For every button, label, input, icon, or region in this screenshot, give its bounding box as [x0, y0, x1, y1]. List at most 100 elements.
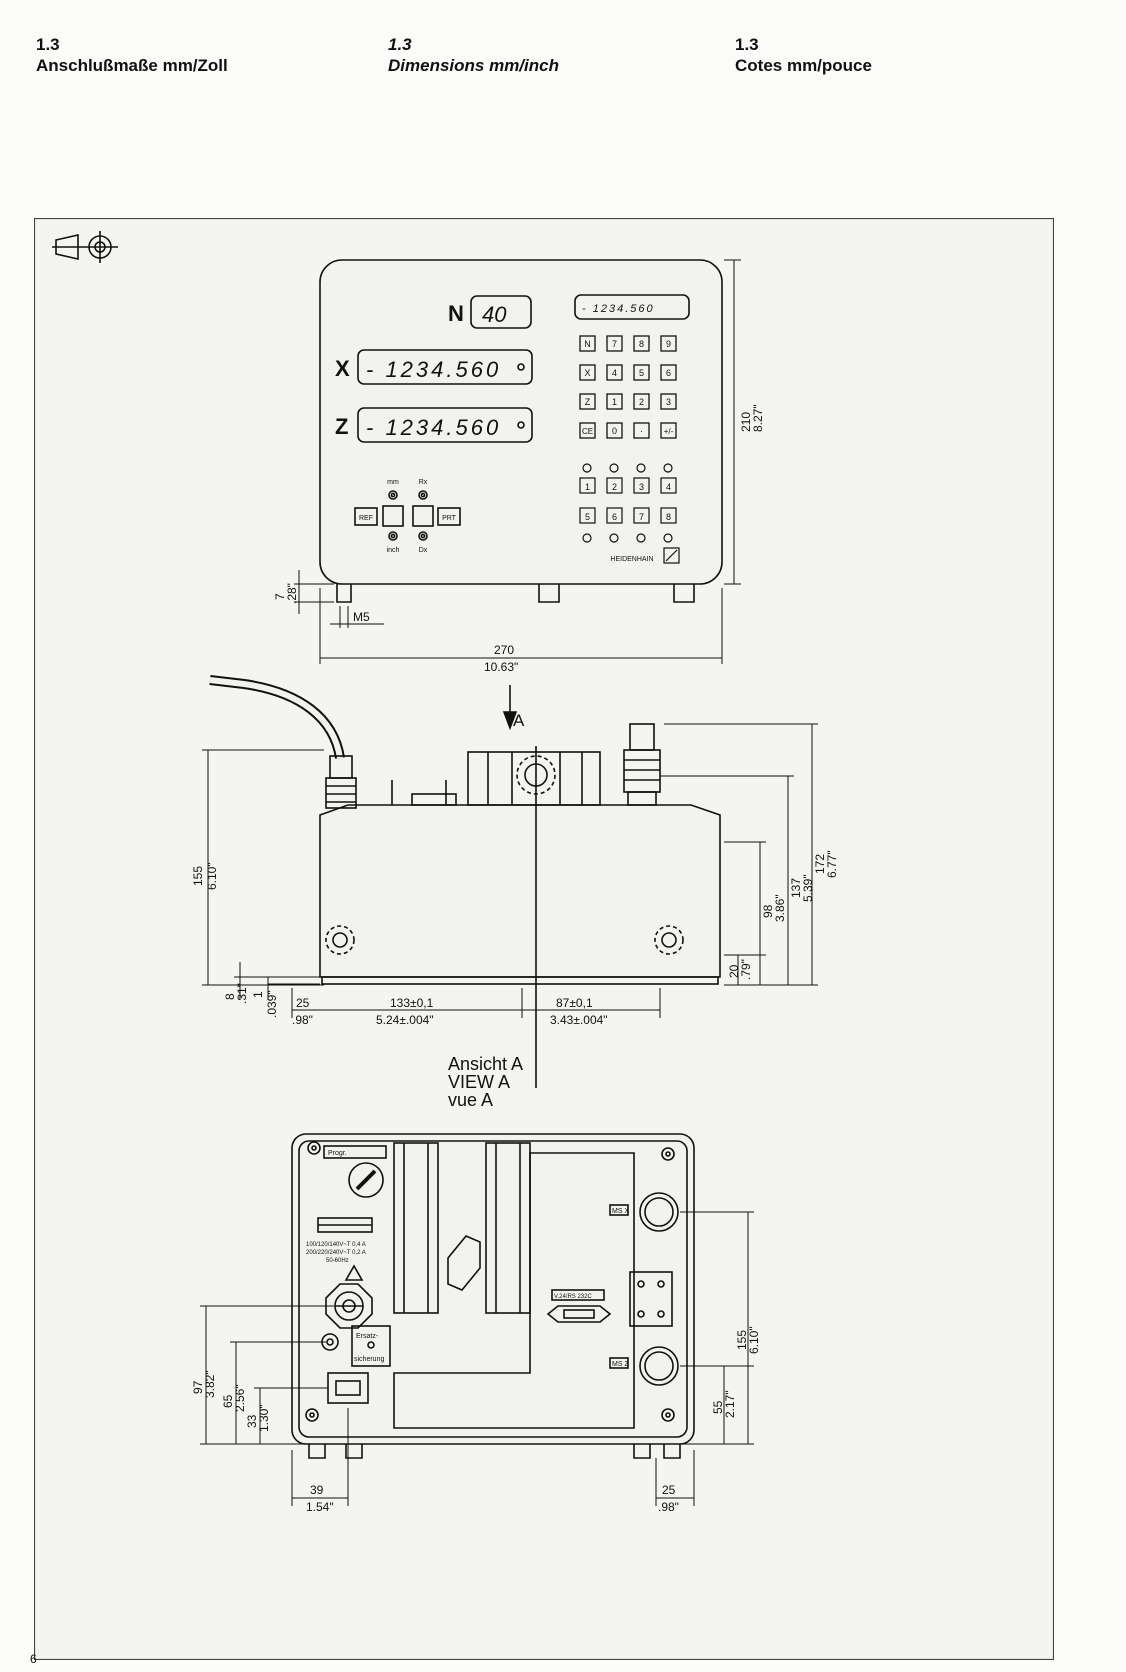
fkey-label: 8 — [666, 512, 671, 522]
dim-text: .28" — [285, 583, 299, 604]
key-label: 8 — [639, 339, 644, 349]
dim-text: 1.30" — [257, 1404, 271, 1432]
dim-text: 133±0,1 — [390, 996, 434, 1010]
dim-text: .31" — [235, 983, 249, 1004]
ersatz-label: Ersatz- — [356, 1333, 379, 1340]
fkey-label: 3 — [639, 482, 644, 492]
header-fr: 1.3 Cotes mm/pouce — [735, 34, 872, 76]
rear-view — [291, 1133, 695, 1459]
rear-text: Progr. 100/120/140V~T 0,4 A 200/220/240V… — [306, 1150, 629, 1368]
fkey-label: 1 — [585, 482, 590, 492]
key-label: Z — [585, 397, 591, 407]
section-number: 1.3 — [735, 35, 759, 54]
key-label: 5 — [639, 368, 644, 378]
voltage-label: 50-60Hz — [326, 1258, 349, 1264]
rear-dimension-text: 155 6.10" 55 2.17" 97 3.82" 65 2.56" 33 … — [191, 1326, 761, 1514]
dim-text: 2.56" — [233, 1384, 247, 1412]
dim-text: 5.24±.004" — [376, 1013, 434, 1027]
key-label: 0 — [612, 426, 617, 436]
key-label: CE — [582, 427, 593, 436]
mm-label: mm — [387, 479, 399, 486]
front-dimension-text: 210 8.27" 270 10.63" 7 .28" M5 — [273, 404, 765, 674]
rx-label: Rx — [419, 479, 428, 486]
key-label: · — [640, 426, 643, 436]
front-view — [319, 259, 723, 603]
key-label: 1 — [612, 397, 617, 407]
key-label: 4 — [612, 368, 617, 378]
key-label: X — [584, 368, 590, 378]
dim-text: 3.86" — [773, 894, 787, 922]
dim-text: 7 — [273, 593, 287, 600]
prt-button-label: PRT — [442, 515, 457, 522]
side-view — [209, 675, 721, 1088]
dim-text: 3.82" — [203, 1370, 217, 1398]
technical-drawing: N 40 X - 1234.560 Z - 1234.560 - 1234.56… — [34, 218, 1054, 1660]
dim-text: 137 — [789, 878, 803, 898]
dim-text: 87±0,1 — [556, 996, 593, 1010]
dim-text: 270 — [494, 643, 514, 657]
view-caption-en: VIEW A — [448, 1072, 510, 1092]
section-number: 1.3 — [36, 35, 60, 54]
view-caption-de: Ansicht A — [448, 1054, 523, 1074]
section-number: 1.3 — [388, 35, 412, 54]
msz-label: MS Z — [612, 1361, 629, 1368]
header-en: 1.3 Dimensions mm/inch — [388, 34, 559, 76]
axis-label-n: N — [448, 301, 464, 326]
dim-text: 55 — [711, 1400, 725, 1414]
key-label: 6 — [666, 368, 671, 378]
dim-text: 20 — [727, 964, 741, 978]
projection-symbol-icon — [52, 231, 118, 263]
view-caption-fr: vue A — [448, 1090, 493, 1110]
axis-label-x: X — [335, 356, 350, 381]
dim-text: 6.10" — [747, 1326, 761, 1354]
display-n-value: 40 — [482, 302, 507, 327]
dim-text: 6.77" — [825, 850, 839, 878]
voltage-label: 200/220/240V~T 0,2 A — [306, 1250, 366, 1256]
key-label: 2 — [639, 397, 644, 407]
key-label: 7 — [612, 339, 617, 349]
dim-text: 6.10" — [205, 862, 219, 890]
front-dimensions — [294, 259, 741, 664]
dim-text: 97 — [191, 1380, 205, 1394]
dim-text: .79" — [739, 959, 753, 980]
dim-text: 8 — [223, 993, 237, 1000]
dim-text: 155 — [735, 1330, 749, 1350]
display-z-value: - 1234.560 — [366, 415, 501, 440]
dim-text: 3.43±.004" — [550, 1013, 608, 1027]
dim-text: .039" — [265, 990, 279, 1018]
side-dimension-text: A 155 6.10" 172 6.77" 137 5.39" 98 3.86"… — [191, 711, 839, 1027]
display-x-value: - 1234.560 — [366, 357, 501, 382]
section-title-de: Anschlußmaße mm/Zoll — [36, 56, 228, 75]
dim-text: 155 — [191, 866, 205, 886]
rear-dimensions — [200, 1211, 754, 1506]
dim-text: 98 — [761, 904, 775, 918]
fkey-label: 4 — [666, 482, 671, 492]
dim-text: 5.39" — [801, 874, 815, 902]
dim-text: 33 — [245, 1414, 259, 1428]
v24-label: V.24/RS 232C — [554, 1294, 592, 1300]
ref-button-label: REF — [359, 515, 373, 522]
dim-text: 65 — [221, 1394, 235, 1408]
dim-text: 39 — [310, 1483, 324, 1497]
ersatz-label: sicherung — [354, 1356, 384, 1363]
dim-text: 25 — [662, 1483, 676, 1497]
dim-text: 2.17" — [723, 1390, 737, 1418]
progr-label: Progr. — [328, 1150, 347, 1157]
dim-text: 1 — [251, 991, 265, 998]
dim-text: 210 — [739, 412, 753, 432]
dim-text: 172 — [813, 854, 827, 874]
display-small-value: - 1234.560 — [582, 303, 655, 315]
view-a-caption: Ansicht A VIEW A vue A — [448, 1054, 523, 1110]
key-label: +/- — [664, 427, 674, 436]
side-dimensions — [202, 723, 818, 1018]
inch-label: inch — [387, 547, 400, 554]
section-title-en: Dimensions mm/inch — [388, 56, 559, 75]
dx-label: Dx — [419, 547, 428, 554]
dim-text: .98" — [292, 1013, 313, 1027]
axis-label-z: Z — [335, 414, 348, 439]
page-number: 6 — [30, 1652, 37, 1666]
dim-text: 8.27" — [751, 404, 765, 432]
fkey-label: 6 — [612, 512, 617, 522]
voltage-label: 100/120/140V~T 0,4 A — [306, 1242, 366, 1248]
section-title-fr: Cotes mm/pouce — [735, 56, 872, 75]
